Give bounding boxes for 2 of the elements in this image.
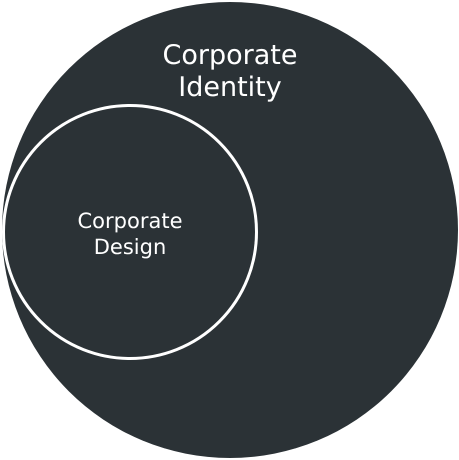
circle-label: Corporate Design [78,208,182,260]
circle-label: Corporate Identity [162,40,298,104]
